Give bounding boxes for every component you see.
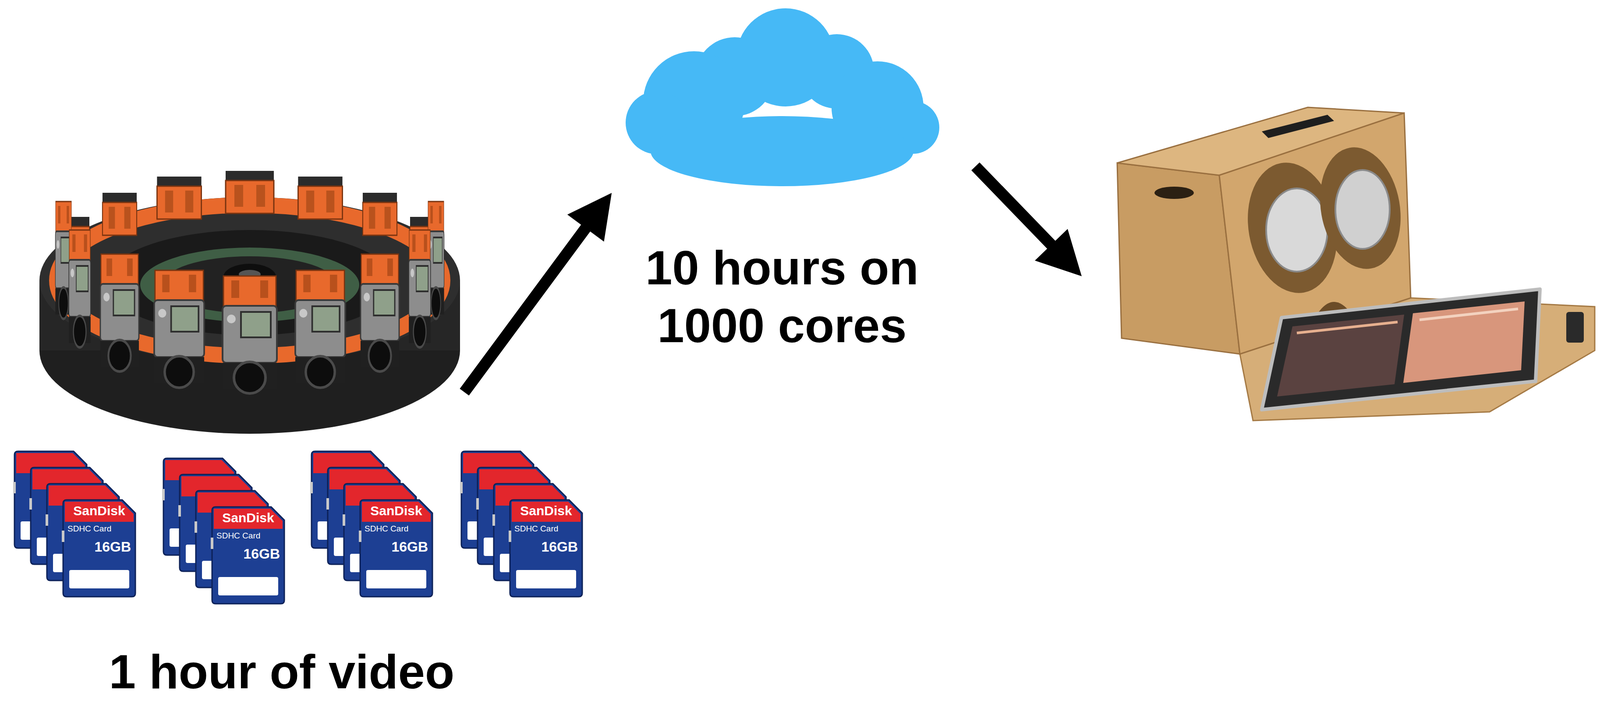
card-type-label: SDHC Card [67, 524, 134, 534]
brand-label: SanDisk [63, 503, 136, 518]
camera-rig: 1 hour of video [43, 179, 458, 439]
capacity-label: 16GB [509, 539, 578, 555]
phone-screen-left [1277, 314, 1405, 397]
viewer-strap [1261, 114, 1335, 139]
camera-module [154, 270, 205, 388]
arrow-shaft [464, 221, 592, 393]
arrow-shaft [975, 166, 1058, 252]
camera-module [360, 254, 400, 372]
sd-card [61, 499, 136, 597]
sd-card [508, 499, 583, 597]
camera-module [102, 192, 137, 236]
eye-hole [1310, 140, 1410, 276]
camera-module [100, 254, 139, 372]
viewer-slot [1154, 186, 1194, 199]
screen-ui-bar [1419, 308, 1519, 320]
sd-card [210, 506, 285, 604]
lens [1335, 169, 1390, 249]
flow-arrow [975, 166, 1082, 277]
brand-label: SanDisk [360, 503, 433, 518]
velcro-patch [1566, 311, 1584, 343]
camera-module [362, 192, 397, 236]
card-type-label: SDHC Card [364, 524, 431, 534]
phone-screen-right [1403, 301, 1525, 383]
capacity-label: 16GB [360, 539, 429, 555]
cloud-node: 10 hours on 1000 cores [622, 6, 942, 191]
sd-card [358, 499, 433, 597]
flow-arrow [464, 192, 612, 393]
brand-label: SanDisk [509, 503, 583, 518]
node-caption: 10 hours on 1000 cores [615, 238, 949, 355]
camera-module [225, 170, 274, 214]
card-type-label: SDHC Card [216, 531, 283, 541]
cloud-body [650, 116, 914, 187]
phone-body [1261, 289, 1540, 410]
capacity-label: 16GB [212, 546, 280, 562]
camera-module [408, 230, 431, 348]
capacity-label: 16GB [63, 539, 131, 555]
arrow-head [1034, 228, 1082, 277]
screen-ui-bar [1296, 322, 1398, 333]
camera-module [68, 230, 91, 348]
camera-rig-drawing [39, 170, 461, 434]
camera-module [222, 276, 277, 394]
camera-module [295, 270, 346, 388]
camera-module [156, 176, 202, 220]
arrow-head [567, 192, 612, 242]
node-caption: 1 hour of video [109, 647, 455, 696]
card-type-label: SDHC Card [514, 524, 581, 534]
cardboard-drawing [1117, 107, 1595, 421]
camera-module [297, 176, 343, 220]
cardboard-viewer [1110, 105, 1595, 430]
lens [1266, 188, 1328, 272]
brand-label: SanDisk [212, 510, 285, 525]
cloud-shape [622, 6, 942, 191]
sd-cards [13, 451, 583, 604]
